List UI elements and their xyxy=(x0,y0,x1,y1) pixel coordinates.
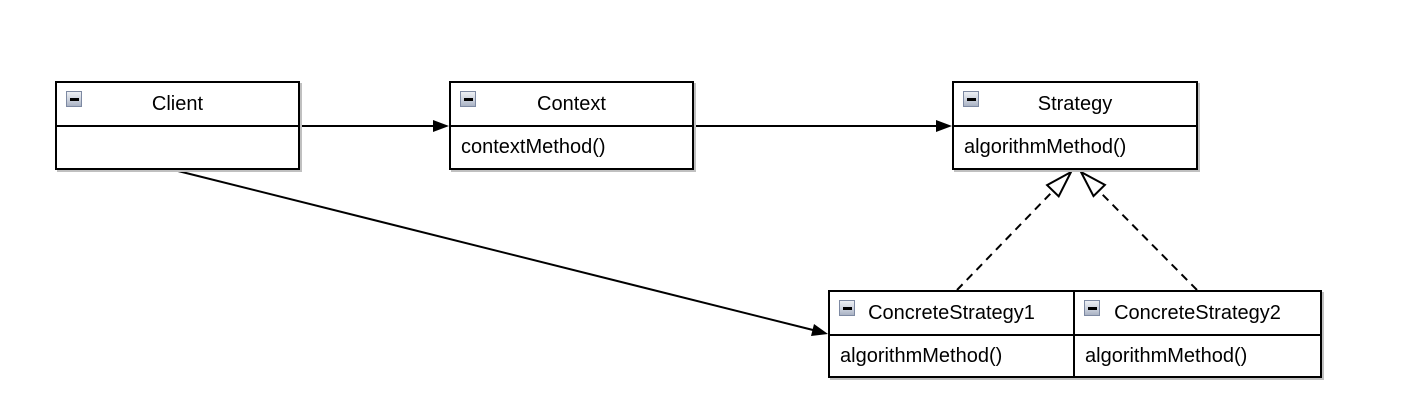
class-name: ConcreteStrategy1 xyxy=(868,301,1035,324)
class-method: algorithmMethod() xyxy=(1085,345,1248,367)
minus-bar xyxy=(966,97,976,101)
class-box-context[interactable]: Context contextMethod() xyxy=(449,81,694,170)
class-title-bar: ConcreteStrategy1 xyxy=(830,292,1073,336)
association-client-concretestrategy1[interactable] xyxy=(177,170,828,336)
realization-concretestrategy2-strategy[interactable] xyxy=(1078,169,1198,291)
realization-concretestrategy1-strategy[interactable] xyxy=(956,169,1074,291)
class-method: contextMethod() xyxy=(461,136,606,158)
association-client-context[interactable] xyxy=(300,120,449,132)
class-title-bar: Context xyxy=(451,83,692,127)
association-context-strategy[interactable] xyxy=(694,120,952,132)
class-box-concretestrategy2[interactable]: ConcreteStrategy2 algorithmMethod() xyxy=(1073,290,1322,378)
collapse-minus-icon[interactable] xyxy=(66,91,82,107)
collapse-minus-icon[interactable] xyxy=(963,91,979,107)
collapse-minus-icon[interactable] xyxy=(839,300,855,316)
class-method: algorithmMethod() xyxy=(964,136,1127,158)
filled-arrowhead-icon xyxy=(811,324,828,336)
minus-bar xyxy=(842,306,852,310)
class-methods-empty xyxy=(57,127,298,168)
class-title-bar: Client xyxy=(57,83,298,127)
minus-bar xyxy=(69,97,79,101)
filled-arrowhead-icon xyxy=(433,120,449,132)
class-box-strategy[interactable]: Strategy algorithmMethod() xyxy=(952,81,1198,170)
class-method: algorithmMethod() xyxy=(840,345,1003,367)
class-name: Strategy xyxy=(1037,92,1113,115)
class-box-concretestrategy1[interactable]: ConcreteStrategy1 algorithmMethod() xyxy=(828,290,1075,378)
minus-bar xyxy=(1087,306,1097,310)
class-title-bar: ConcreteStrategy2 xyxy=(1075,292,1320,336)
class-name: Context xyxy=(537,92,606,115)
class-name: Client xyxy=(151,92,204,115)
class-title-bar: Strategy xyxy=(954,83,1196,127)
class-box-client[interactable]: Client xyxy=(55,81,300,170)
minus-bar xyxy=(463,97,473,101)
collapse-minus-icon[interactable] xyxy=(460,91,476,107)
filled-arrowhead-icon xyxy=(936,120,952,132)
hollow-triangle-arrowhead-icon xyxy=(1078,169,1107,198)
hollow-triangle-arrowhead-icon xyxy=(1045,169,1074,198)
collapse-minus-icon[interactable] xyxy=(1084,300,1100,316)
class-name: ConcreteStrategy2 xyxy=(1114,301,1281,324)
